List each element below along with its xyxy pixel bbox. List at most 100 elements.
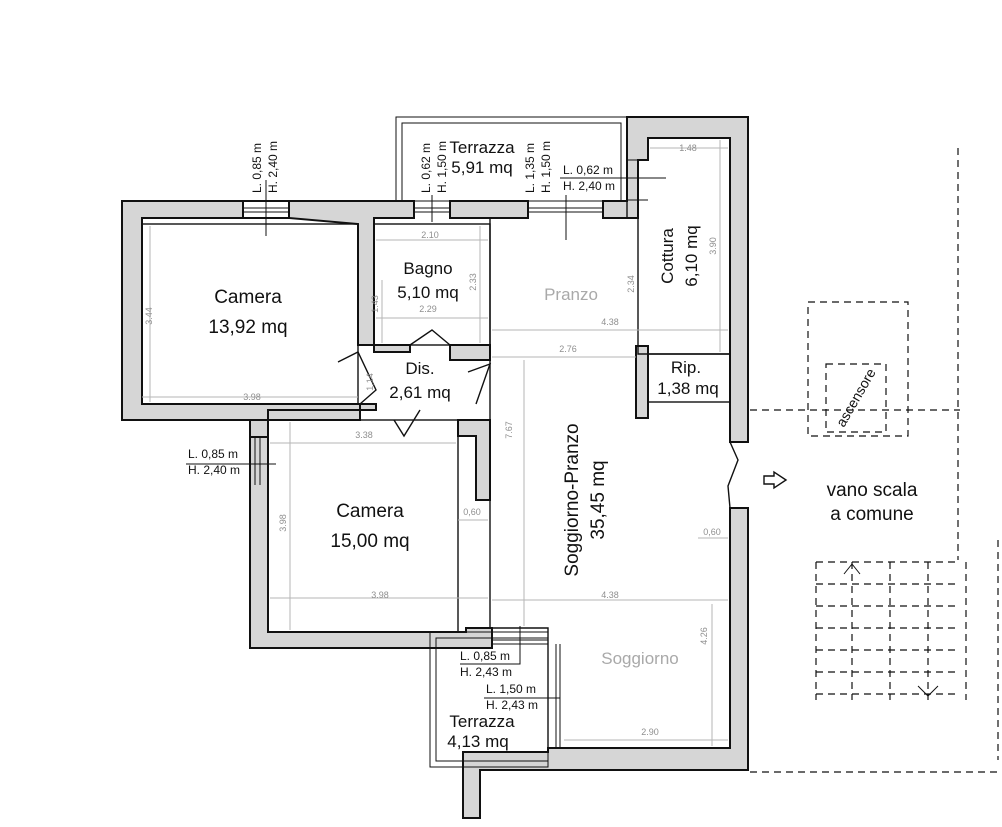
lift-car: [825, 363, 887, 433]
dim-338: 3.38: [355, 430, 373, 440]
terrazza1-area: 5,91 mq: [451, 158, 512, 177]
terrazza2-area: 4,13 mq: [447, 732, 508, 751]
internal-walls: [141, 138, 739, 748]
zone-pranzo: Pranzo: [544, 285, 598, 304]
wall-pranzo-top-right: [602, 116, 749, 443]
window-camera2-h: H. 2,40 m: [188, 463, 240, 477]
window-bagno-h: H. 1,50 m: [435, 141, 449, 193]
room-labels: Camera 13,92 mq Bagno 5,10 mq Dis. 2,61 …: [208, 138, 718, 751]
stair-up-arrow: [843, 563, 861, 575]
rip-name: Rip.: [671, 358, 701, 377]
dim-233: 2.33: [468, 273, 478, 291]
window-cottura-l: L. 0,62 m: [563, 163, 613, 177]
dis-area: 2,61 mq: [389, 383, 450, 402]
dim-290: 2.90: [641, 727, 659, 737]
camera1-name: Camera: [214, 287, 282, 308]
cottura-area: 6,10 mq: [682, 225, 701, 286]
camera1-area: 13,92 mq: [208, 317, 287, 338]
dis-name: Dis.: [405, 359, 434, 378]
dim-426: 4.26: [699, 627, 709, 645]
bagno-name: Bagno: [403, 259, 452, 278]
opening-labels: L. 0,85 m H. 2,40 m L. 0,62 m H. 1,50 m …: [188, 141, 615, 712]
wall-bagno-top: [449, 200, 529, 219]
bagno-area: 5,10 mq: [397, 283, 458, 302]
camera2-outline: [267, 419, 459, 633]
dim-438b: 4.38: [601, 590, 619, 600]
terraces: [395, 116, 628, 768]
windows: [243, 159, 648, 748]
camera2-area: 15,00 mq: [330, 531, 409, 552]
door-dis-bottom: [393, 409, 421, 438]
lift-label: ascensore: [833, 365, 879, 429]
terrazza2-outline-inner: [435, 637, 549, 762]
opening-leaders: [186, 177, 666, 699]
terrazza1-outline-inner: [401, 122, 622, 202]
window-pranzo-l: L. 1,35 m: [523, 143, 537, 193]
entrance-arrow-icon: [763, 470, 788, 490]
wall-bagno-bottom: [373, 344, 411, 353]
wall-dis-right: [457, 419, 491, 501]
door-dis-left: [337, 351, 377, 405]
dim-060b: 0,60: [703, 527, 721, 537]
window-soggiorno2-h: H. 2,43 m: [486, 698, 538, 712]
dim-210: 2.10: [421, 230, 439, 240]
stair-down-arrow: [917, 685, 939, 697]
wall-rip: [635, 345, 649, 419]
stair-note-line1: vano scala: [827, 480, 918, 501]
window-soggiorno2: [555, 644, 561, 748]
stair-steps: [816, 561, 960, 695]
window-bagno-l: L. 0,62 m: [419, 143, 433, 193]
dim-060a: 0,60: [463, 507, 481, 517]
dim-276: 2.76: [559, 344, 577, 354]
wall-camera2-top: [249, 403, 377, 438]
dimension-labels: 1.48 3.90 2.10 2.33 1.43 2.29 2.34 4.38 …: [144, 143, 721, 737]
window-camera2-l: L. 0,85 m: [188, 447, 238, 461]
dim-398b: 3.98: [278, 514, 288, 532]
window-soggiorno1-h: H. 2,43 m: [460, 665, 512, 679]
terrazza1-name: Terrazza: [449, 138, 515, 157]
wall-top-right-camera1: [288, 200, 415, 346]
dim-143: 1.43: [370, 295, 380, 313]
window-camera1-h: H. 2,40 m: [266, 141, 280, 193]
rip-area: 1,38 mq: [657, 379, 718, 398]
cottura-label: Cottura 6,10 mq: [658, 225, 701, 286]
wall-bagno-bottom-right: [449, 344, 491, 361]
dim-114: 1,14: [365, 373, 375, 391]
wall-left-camera1: [121, 200, 361, 421]
soggiorno-pranzo-name: Soggiorno-Pranzo: [562, 423, 583, 576]
dimension-lines: [142, 140, 728, 746]
rip-outline: [647, 353, 731, 403]
door-dis-right: [467, 362, 492, 405]
dim-438a: 4.38: [601, 317, 619, 327]
lift-shaft: [807, 301, 909, 437]
soggiorno-pranzo-label: Soggiorno-Pranzo 35,45 mq: [562, 423, 609, 576]
dim-148: 1.48: [679, 143, 697, 153]
stairwell: [750, 148, 1000, 773]
dim-767: 7.67: [504, 421, 514, 439]
zone-soggiorno: Soggiorno: [601, 649, 679, 668]
stair-note-line2: a comune: [830, 504, 913, 525]
wall-right-lower: [462, 507, 749, 819]
dim-344: 3.44: [144, 307, 154, 325]
entrance-door: [727, 441, 739, 509]
window-cottura-h: H. 2,40 m: [563, 179, 615, 193]
dim-229: 2.29: [419, 304, 437, 314]
soggiorno-pranzo-area: 35,45 mq: [588, 460, 609, 539]
terrazza2-name: Terrazza: [449, 712, 515, 731]
window-soggiorno1-l: L. 0,85 m: [460, 649, 510, 663]
window-camera1-l: L. 0,85 m: [250, 143, 264, 193]
stairwell-labels: vano scala a comune ascensore: [827, 365, 918, 525]
dim-234: 2.34: [626, 275, 636, 293]
camera2-name: Camera: [336, 501, 404, 522]
window-pranzo-h: H. 1,50 m: [539, 141, 553, 193]
cottura-name: Cottura: [658, 228, 677, 284]
dim-398c: 3.98: [371, 590, 389, 600]
camera1-outline: [141, 223, 359, 405]
window-cottura: [627, 159, 648, 201]
window-soggiorno2-l: L. 1,50 m: [486, 682, 536, 696]
door-bagno: [409, 329, 451, 346]
dim-398a: 3.98: [243, 392, 261, 402]
window-camera2: [254, 437, 261, 485]
dim-390: 3.90: [708, 237, 718, 255]
